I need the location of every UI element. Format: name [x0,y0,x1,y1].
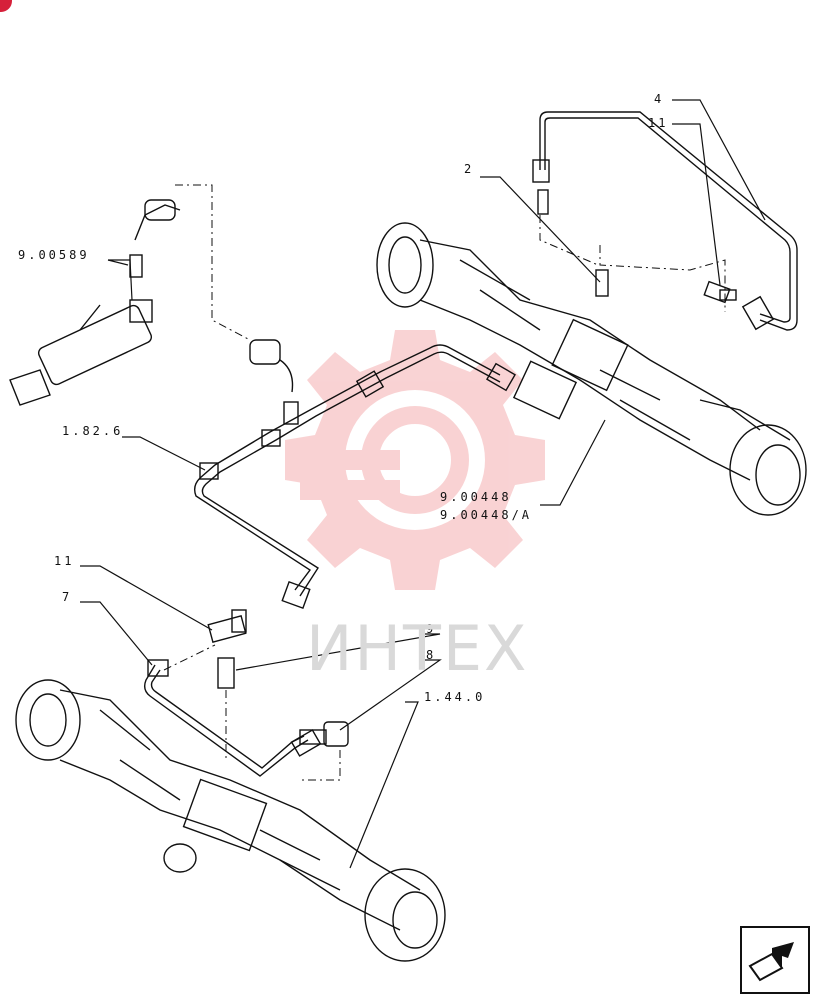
pipe-1-82-6 [193,344,501,591]
brake-pipe-4 [539,111,798,331]
callout-9-00589: 9.00589 [18,248,90,262]
fitting-9 [217,657,235,689]
next-page-arrow-icon [748,942,794,982]
callout-1-82-6: 1.82.6 [62,424,124,438]
callout-11-top: 11 [648,116,669,130]
watermark-text: ИНТЕХ [306,612,529,685]
pipe-nut-right [741,295,775,331]
callout-2: 2 [464,162,475,176]
fitting-2 [537,189,609,297]
callout-1-44-0: 1.44.0 [424,690,486,704]
watermark-logo [285,330,545,590]
callout-9-00448: 9.00448 [440,490,512,504]
alignment-lines [163,184,726,781]
pipe-7 [143,664,309,777]
tee-11-mid [207,609,247,643]
upper-axle [376,222,807,516]
next-page-button[interactable] [740,926,810,994]
callout-9-00448-a: 9.00448/A [440,508,533,522]
callout-9: 9 [426,622,437,636]
master-cylinder [9,199,181,406]
callout-11-mid: 11 [54,554,75,568]
pipe-nut-top [532,159,550,183]
callout-8: 8 [426,648,437,662]
callout-7: 7 [62,590,73,604]
elbow-8 [299,721,349,747]
lower-axle [15,679,446,962]
leader-lines [80,99,766,869]
callout-4: 4 [654,92,665,106]
tee-11-upper [703,280,737,304]
